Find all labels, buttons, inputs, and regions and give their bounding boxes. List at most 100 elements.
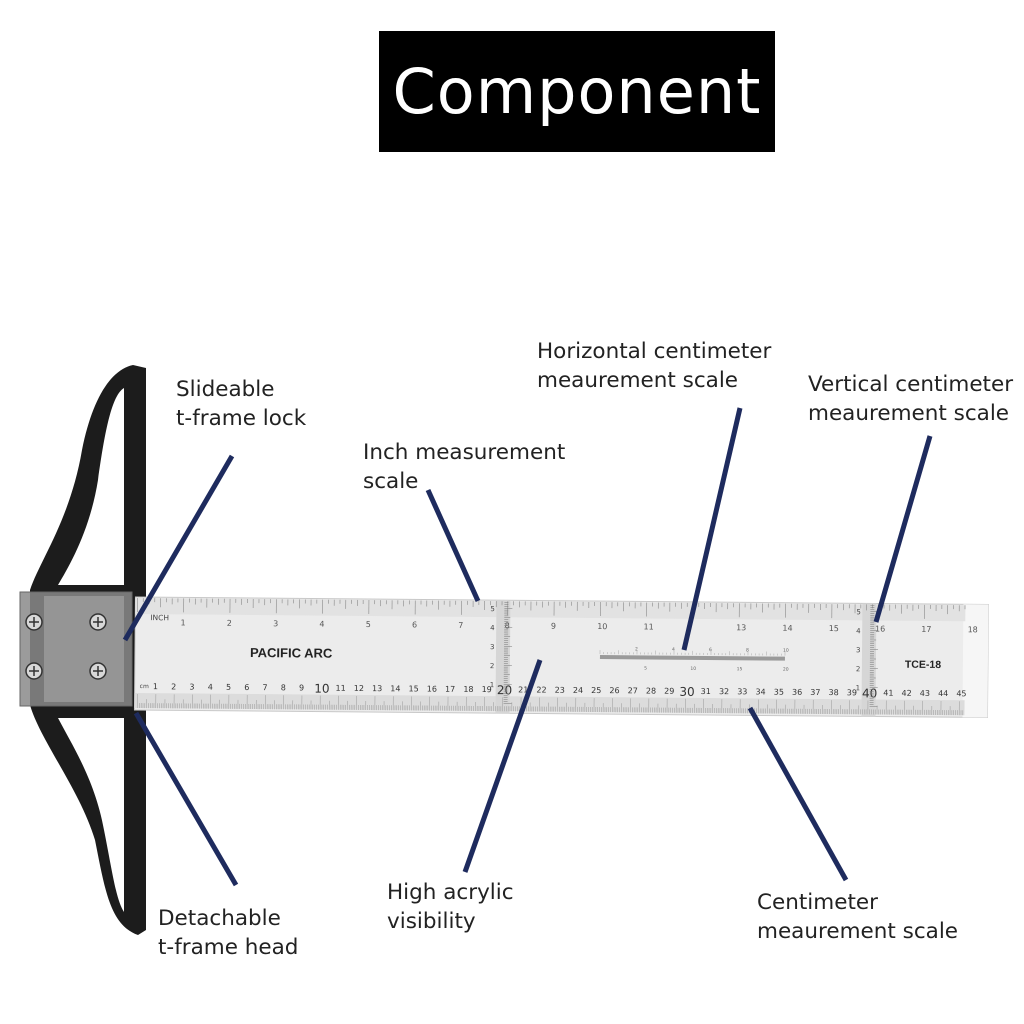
inch-label: 9 (551, 622, 556, 631)
cm-label: 25 (591, 686, 601, 695)
cm-label: 9 (299, 683, 304, 692)
callout-vertical-cm-scale: Vertical centimeter meaurement scale (808, 370, 1013, 428)
callout-line: Centimeter (757, 890, 878, 915)
cm-label: 18 (463, 685, 473, 694)
inch-label: 11 (643, 622, 653, 631)
cm-label: 40 (862, 686, 877, 700)
cm-label: 45 (956, 689, 966, 698)
cm-label: 16 (427, 685, 437, 694)
pointer-slideable-lock (122, 454, 235, 642)
inch-label: 16 (875, 624, 885, 633)
callout-acrylic-visibility: High acrylic visibility (387, 878, 514, 936)
callout-line: t-frame head (158, 935, 299, 960)
small-scale-label: 15 (737, 666, 743, 672)
cm-label: 24 (573, 686, 583, 695)
cm-label: 7 (262, 683, 267, 692)
inch-label: 15 (829, 624, 839, 633)
cm-label: 12 (354, 684, 364, 693)
brand-label: PACIFIC ARC (250, 645, 333, 661)
cm-label: 38 (828, 688, 838, 697)
inch-tick-band (135, 598, 966, 622)
small-scale-label: 10 (783, 648, 789, 654)
inch-label: 14 (782, 624, 792, 633)
pointer-vertical-cm-scale (873, 435, 933, 623)
callout-line: meaurement scale (808, 401, 1010, 426)
cm-label: 3 (189, 682, 194, 691)
inch-label: 6 (412, 620, 417, 629)
cm-label: 39 (847, 688, 857, 697)
screw-icon (89, 662, 107, 680)
pointer-detachable-head (133, 711, 239, 887)
vertical-scale-40 (861, 603, 877, 717)
cm-label: 4 (208, 683, 213, 692)
inch-label: 13 (736, 623, 746, 632)
pointer-cm-scale (747, 706, 849, 882)
small-scale-label: 2 (635, 646, 638, 652)
callout-line: Vertical centimeter (808, 372, 1014, 397)
inch-label: 8 (505, 621, 510, 630)
callout-line: meaurement scale (757, 919, 959, 944)
callout-line: scale (363, 469, 419, 494)
pointer-horizontal-cm-scale (681, 407, 743, 651)
cm-label: 13 (372, 684, 382, 693)
vertical-label: 4 (490, 624, 495, 632)
cm-label: 31 (701, 687, 711, 696)
cm-label: 14 (390, 684, 400, 693)
ruler-clear-edge (962, 604, 989, 718)
inch-label: 4 (319, 620, 324, 629)
cm-label: 37 (810, 688, 820, 697)
cm-label: 17 (445, 685, 455, 694)
cm-label: 6 (244, 683, 249, 692)
callout-detachable-head: Detachable t-frame head (158, 904, 298, 962)
pointer-acrylic-visibility (462, 659, 543, 873)
cm-label: 19 (482, 685, 492, 694)
cm-label: 23 (555, 686, 565, 695)
callout-line: Horizontal centimeter (537, 339, 772, 364)
cm-label: 29 (664, 687, 674, 696)
callout-line: Detachable (158, 906, 281, 931)
callout-line: meaurement scale (537, 368, 739, 393)
vertical-label: 3 (490, 643, 495, 651)
title-text: Component (392, 55, 762, 128)
callout-line: t-frame lock (176, 406, 307, 431)
vertical-label: 5 (856, 608, 861, 616)
callout-horizontal-cm-scale: Horizontal centimeter meaurement scale (537, 337, 771, 395)
cm-label: 2 (171, 682, 176, 691)
cm-label: 22 (536, 686, 546, 695)
cm-label: 28 (646, 686, 656, 695)
cm-label: 30 (679, 685, 694, 699)
vertical-label: 1 (856, 684, 861, 692)
vertical-label: 4 (856, 627, 861, 635)
inch-label: 1 (180, 618, 185, 627)
cm-label: 1 (153, 682, 158, 691)
vertical-scale-20 (495, 600, 511, 714)
small-scale-label: 5 (644, 665, 647, 671)
cm-label: 27 (628, 686, 638, 695)
inch-label: 2 (227, 619, 232, 628)
cm-label: 21 (518, 685, 528, 694)
cm-label: 5 (226, 683, 231, 692)
cm-label: 44 (938, 689, 948, 698)
small-scale-label: 10 (690, 666, 696, 672)
vertical-label: 5 (490, 605, 495, 613)
small-scale-label: 4 (672, 647, 675, 653)
cm-label: 35 (774, 688, 784, 697)
inch-unit-label: INCH (150, 613, 169, 622)
vertical-label: 3 (856, 646, 861, 654)
inch-label: 7 (458, 621, 463, 630)
callout-cm-scale: Centimeter meaurement scale (757, 888, 958, 946)
cm-label: 10 (314, 682, 329, 696)
cm-label: 11 (335, 684, 345, 693)
cm-label: 36 (792, 688, 802, 697)
t-frame-head-slot-top (58, 388, 124, 585)
inch-label: 17 (921, 625, 931, 634)
small-scale-label: 20 (783, 667, 789, 673)
cm-label: 26 (609, 686, 619, 695)
inch-label: 10 (597, 622, 607, 631)
screw-icon (25, 662, 43, 680)
screw-icon (25, 613, 43, 631)
t-frame-head-slot-bottom (58, 718, 124, 912)
cm-label: 32 (719, 687, 729, 696)
